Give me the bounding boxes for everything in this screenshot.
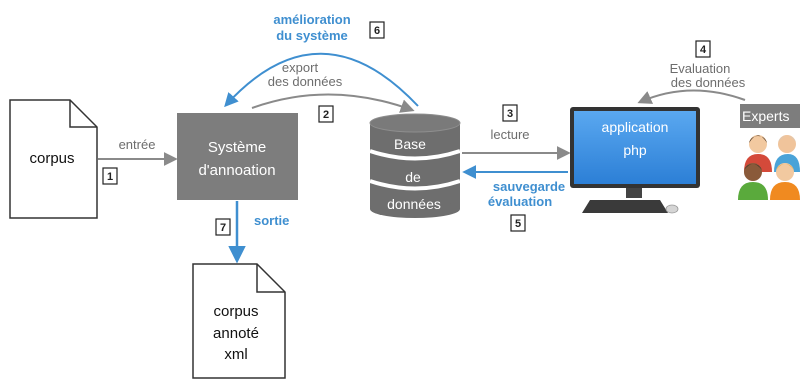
amelioration-label-line1: amélioration <box>273 12 350 27</box>
step-2-number: 2 <box>323 109 329 121</box>
sauvegarde-label-line2: évaluation <box>488 194 552 209</box>
experts-people-icon <box>738 135 800 200</box>
database-top <box>369 113 461 133</box>
sauvegarde-label-line1: sauvegarde <box>493 179 565 194</box>
export-label-line1: export <box>282 60 319 75</box>
database-label-line2: de <box>405 169 421 185</box>
experts: Experts <box>738 104 800 200</box>
mouse <box>665 204 679 214</box>
export-arrow <box>251 93 415 113</box>
application-label-line1: application <box>602 119 669 135</box>
monitor-screen <box>574 111 696 184</box>
lecture-label: lecture <box>490 127 529 142</box>
step-3-number: 3 <box>507 108 513 120</box>
step-2: 2 <box>318 105 334 123</box>
corpus-label: corpus <box>29 150 74 167</box>
database-band-2 <box>369 179 461 191</box>
evaluation-label-line2: des données <box>671 75 746 90</box>
database-label-line1: Base <box>394 136 426 152</box>
amelioration-label-line2: du système <box>276 28 348 43</box>
step-5: 5 <box>510 214 526 232</box>
database-label-line3: données <box>387 196 441 212</box>
annotation-system-box <box>177 113 298 200</box>
application-computer: application php <box>570 107 700 214</box>
corpus-document-shape <box>9 99 98 219</box>
monitor-stand <box>626 188 642 198</box>
sortie-label: sortie <box>254 213 289 228</box>
export-label-line2: des données <box>268 74 343 89</box>
output-document: corpus annoté xml <box>192 263 286 379</box>
step-7: 7 <box>215 218 231 236</box>
step-4: 4 <box>695 40 711 58</box>
corpus-document: corpus <box>9 99 98 219</box>
step-5-number: 5 <box>515 218 521 230</box>
corpus-document-fold <box>69 100 97 128</box>
entree-label: entrée <box>119 137 156 152</box>
application-label-line2: php <box>623 142 647 158</box>
experts-header-box <box>740 104 800 128</box>
database-bottom <box>370 200 460 218</box>
step-3: 3 <box>502 104 518 122</box>
step-1-number: 1 <box>107 171 113 183</box>
step-7-number: 7 <box>220 222 226 234</box>
step-6: 6 <box>369 21 385 39</box>
annotation-system: Système d'annoation <box>177 113 298 200</box>
database: Base de données <box>369 113 461 218</box>
system-label-line2: d'annoation <box>198 162 275 179</box>
amelioration-arrow <box>224 52 419 108</box>
keyboard <box>582 200 668 213</box>
database-band-1 <box>369 149 461 161</box>
output-document-fold <box>256 264 285 293</box>
step-4-number: 4 <box>700 44 707 56</box>
output-label-line1: corpus <box>213 303 258 320</box>
step-6-number: 6 <box>374 25 380 37</box>
database-body <box>370 123 460 209</box>
output-label-line3: xml <box>224 346 247 363</box>
output-label-line2: annoté <box>213 325 259 342</box>
evaluation-arrow <box>637 89 746 104</box>
evaluation-label-line1: Evaluation <box>670 61 731 76</box>
system-label-line1: Système <box>208 139 266 156</box>
experts-label: Experts <box>742 108 789 124</box>
step-1: 1 <box>102 167 118 185</box>
